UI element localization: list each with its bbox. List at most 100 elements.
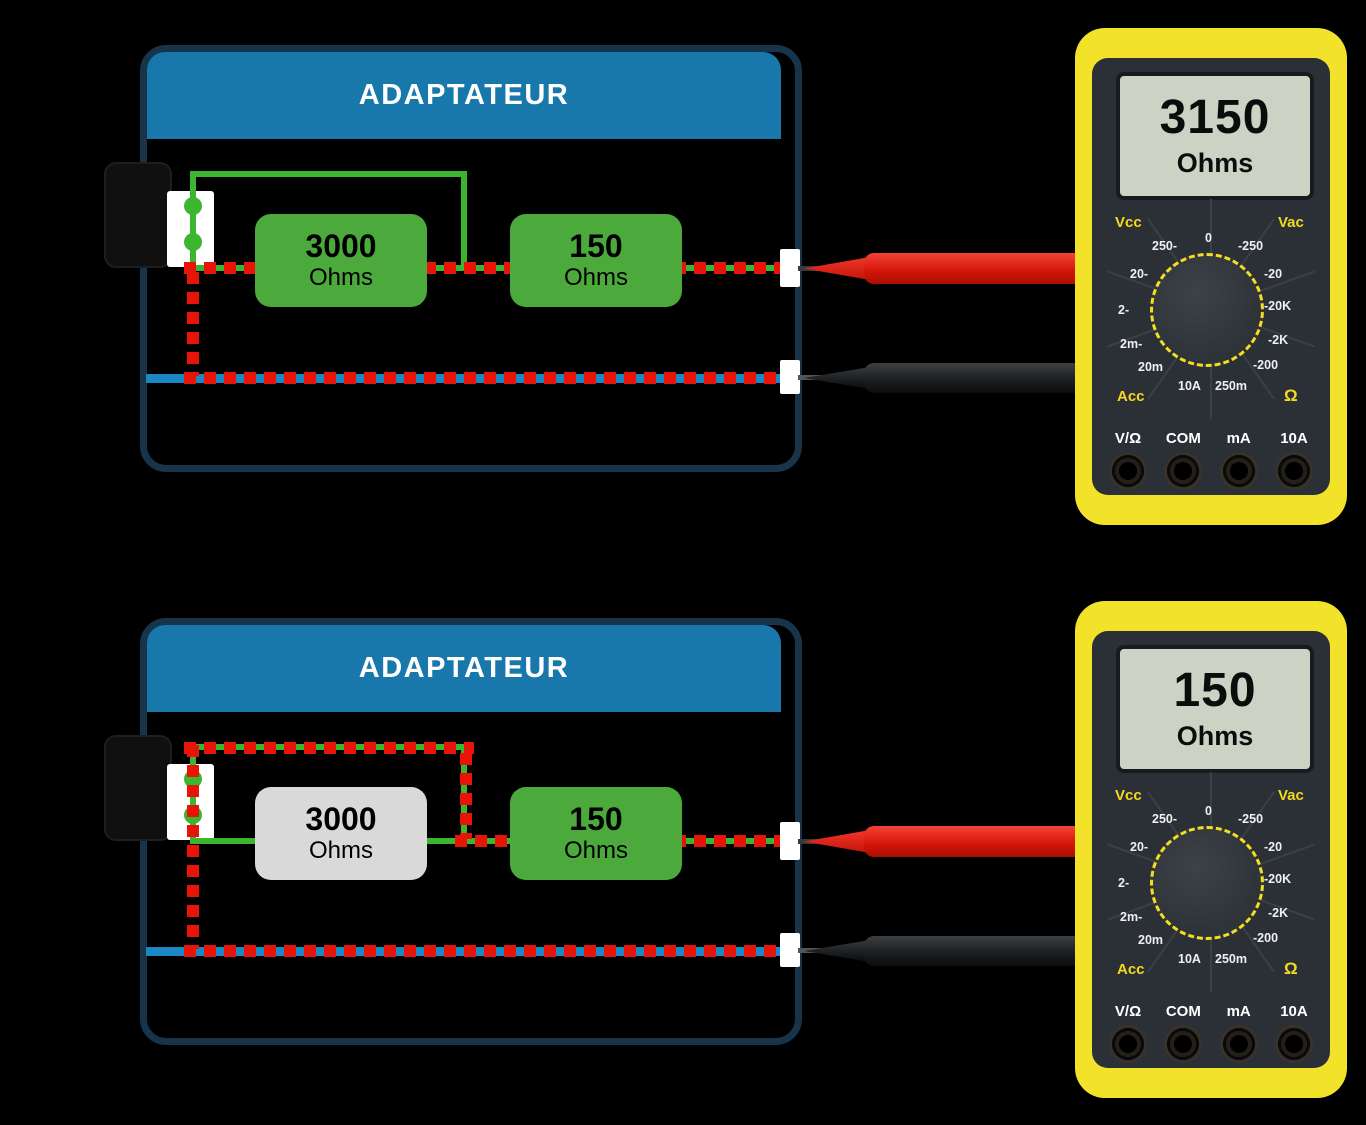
banana-socket-red [780, 822, 800, 860]
black-probe-cone [804, 367, 870, 389]
current-path-segment [674, 262, 782, 274]
dial-label-2m: 2m- [1120, 337, 1143, 351]
jack-10a: 10A [1269, 430, 1319, 490]
connector-pin-bottom [184, 233, 202, 251]
resistor-unit: Ohms [308, 837, 373, 865]
current-path-segment [674, 835, 782, 847]
dial-label--20k: -20K [1264, 872, 1292, 886]
jack-v-ohm: V/Ω [1103, 430, 1153, 490]
jack-socket [1219, 452, 1258, 490]
dial-label-20: 20- [1130, 267, 1149, 281]
input-connector [104, 735, 172, 841]
dial-corner-vac: Vac [1278, 787, 1304, 804]
resistor-unit: Ohms [563, 264, 628, 292]
dial-corner-vcc: Vcc [1115, 787, 1142, 804]
dial-label--20: -20 [1264, 267, 1283, 281]
current-path-left-drop [187, 272, 199, 376]
current-path-left-drop [187, 745, 199, 949]
lcd-reading: 150 [1173, 663, 1257, 717]
adapter-header: ADAPTATEUR [147, 52, 781, 139]
banana-socket-red [780, 249, 800, 287]
jack-com: COM [1158, 1003, 1208, 1063]
dial-label-10a: 10A [1178, 379, 1201, 393]
current-path-segment [424, 262, 512, 274]
jack-socket [1109, 452, 1147, 490]
multimeter-body: 150 Ohms Vcc Vac 0 250- -250 20- -20 [1092, 631, 1330, 1068]
resistor-value: 3000 [305, 227, 377, 264]
adapter-title: ADAPTATEUR [358, 79, 570, 111]
black-probe-handle [864, 363, 1090, 393]
lcd-reading: 3150 [1159, 90, 1271, 144]
dial-label--250: -250 [1238, 812, 1264, 826]
jack-10a: 10A [1269, 1003, 1319, 1063]
resistor-unit: Ohms [563, 837, 628, 865]
resistor-3000-bypassed: 3000 Ohms [255, 787, 427, 880]
jack-ma: mA [1214, 430, 1264, 490]
dial-label--250: -250 [1238, 239, 1264, 253]
dial-panel: Vcc Vac 0 250- -250 20- -20 2- -20K 2m- … [1092, 199, 1330, 428]
black-probe-handle [864, 936, 1090, 966]
jack-v-ohm: V/Ω [1103, 1003, 1153, 1063]
jack-com: COM [1158, 430, 1208, 490]
jack-row: V/Ω COM mA 10A [1103, 430, 1319, 490]
dial-label-2: 2- [1118, 303, 1130, 317]
dial-knob [1150, 253, 1264, 367]
lcd-display: 150 Ohms [1116, 645, 1314, 773]
dial-corner-ohm: Ω [1284, 386, 1298, 405]
jack-label: mA [1226, 1003, 1251, 1020]
dial-label-250: 250- [1152, 239, 1178, 253]
dial-corner-vac: Vac [1278, 214, 1304, 231]
panel-series-circuit: ADAPTATEUR 3000 Ohms 150 Ohms [0, 0, 1366, 552]
dial-label-20m: 20m [1138, 933, 1164, 947]
input-connector [104, 162, 172, 268]
current-path-return [184, 372, 782, 384]
jack-ma: mA [1214, 1003, 1264, 1063]
dial-label-2: 2- [1118, 876, 1130, 890]
dial-label-2m: 2m- [1120, 910, 1143, 924]
adapter-title: ADAPTATEUR [358, 652, 570, 684]
dial-label--20k: -20K [1264, 299, 1292, 313]
wire-green-jumper-top [190, 171, 467, 177]
dial-label-0: 0 [1205, 804, 1212, 818]
dial-label-250m: 250m [1215, 952, 1247, 966]
dial-corner-acc: Acc [1117, 388, 1145, 405]
resistor-3000: 3000 Ohms [255, 214, 427, 307]
jack-socket [1219, 1025, 1258, 1063]
multimeter: 3150 Ohms Vcc Vac 0 250- -250 20- -2 [1075, 28, 1347, 525]
jack-label: 10A [1280, 430, 1308, 447]
dial-label--2k: -2K [1268, 906, 1289, 920]
banana-socket-black [780, 933, 800, 967]
dial-label-20m: 20m [1138, 360, 1164, 374]
black-probe-cone [804, 940, 870, 962]
dial-knob [1150, 826, 1264, 940]
current-path-jumper-drop [460, 753, 472, 839]
jack-label: mA [1226, 430, 1251, 447]
jack-label: COM [1165, 430, 1201, 447]
jack-socket [1274, 452, 1313, 490]
lcd-display: 3150 Ohms [1116, 72, 1314, 200]
resistor-150: 150 Ohms [510, 787, 682, 880]
dial-corner-acc: Acc [1117, 961, 1145, 978]
jack-label: COM [1165, 1003, 1201, 1020]
red-probe-handle [864, 253, 1092, 284]
dial-label-0: 0 [1205, 231, 1212, 245]
dial-corner-ohm: Ω [1284, 959, 1298, 978]
dial-label--2k: -2K [1268, 333, 1289, 347]
adapter-header: ADAPTATEUR [147, 625, 781, 712]
red-probe-cone [804, 257, 870, 280]
current-path-jumper-top [184, 742, 474, 754]
dial-label-250: 250- [1152, 812, 1178, 826]
jack-socket [1109, 1025, 1147, 1063]
jack-label: 10A [1280, 1003, 1308, 1020]
lcd-unit: Ohms [1176, 147, 1254, 178]
connector-pin-top [184, 197, 202, 215]
wire-green-jumper-drop [461, 171, 467, 268]
dial-label-20: 20- [1130, 840, 1149, 854]
dial-corner-vcc: Vcc [1115, 214, 1142, 231]
wire-green-connector-vertical [190, 177, 196, 270]
dial-label--200: -200 [1253, 931, 1279, 945]
jack-socket [1164, 1025, 1203, 1063]
jack-label: V/Ω [1114, 430, 1142, 447]
resistor-value: 150 [569, 227, 623, 264]
